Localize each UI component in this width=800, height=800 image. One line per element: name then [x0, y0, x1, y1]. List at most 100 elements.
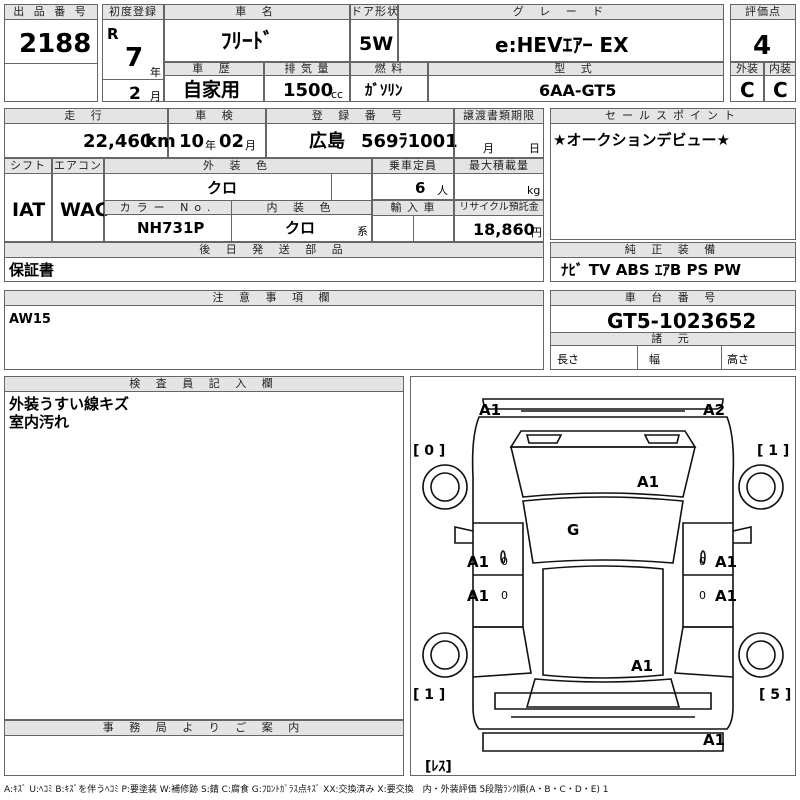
history-header: 車 歴: [165, 63, 263, 76]
shaken-header: 車 検: [169, 109, 265, 124]
later-parts: 保証書: [9, 261, 55, 279]
code-right-front-door: A1: [715, 553, 737, 571]
max-load-box: 最大積載量 kg: [454, 158, 544, 200]
capacity: 6: [415, 179, 426, 197]
tire-rr: [ 5 ]: [759, 687, 791, 703]
shift-box: シフト IAT: [4, 158, 52, 242]
body-color: クロ: [207, 179, 238, 197]
exterior-grade: C: [740, 78, 755, 102]
lot-number: 2188: [19, 29, 92, 59]
model-box: 型 式 6AA-GT5: [428, 62, 724, 102]
code-left-front-door: A1: [467, 553, 489, 571]
later-parts-header: 後 日 発 送 部 品: [5, 243, 543, 258]
car-diagram: A1 A2 A1 G A1 A1 A1 A1 A1 A1 0 0 0 0 [ 0…: [413, 398, 791, 775]
damage-diagram: A1 A2 A1 G A1 A1 A1 A1 A1 A1 0 0 0 0 [ 0…: [410, 376, 796, 776]
shaken-month-unit: 月: [245, 139, 256, 152]
inspector-note-1: 外装うすい線キズ: [9, 395, 130, 413]
displacement: 1500: [283, 80, 334, 101]
transfer-day: 日: [529, 142, 540, 155]
score-box: 評価点 4: [730, 4, 796, 62]
inspector-header: 検 査 員 記 入 欄: [5, 377, 403, 392]
door-header: ドア形状: [351, 5, 397, 20]
grade-box: グ レ ー ド e:HEVｴｱｰ EX: [398, 4, 724, 62]
chassis-header: 車 台 番 号: [551, 291, 795, 306]
zero-mark-3: 0: [501, 589, 508, 602]
exterior-grade-box: 外装 C: [730, 62, 764, 102]
body-color-header: 外 装 色: [105, 159, 371, 174]
model-header: 型 式: [429, 63, 723, 76]
dims-header: 諸 元: [551, 332, 795, 346]
later-parts-box: 後 日 発 送 部 品 保証書: [4, 242, 544, 282]
color-no: NH731P: [137, 219, 205, 237]
sales-point-header: セールスポイント: [551, 109, 795, 124]
dim-length: 長さ: [557, 353, 579, 366]
car-name: ﾌﾘｰﾄﾞ: [221, 29, 274, 53]
fuel-box: 燃 料 ｶﾞｿﾘﾝ: [350, 62, 428, 102]
chassis-box: 車 台 番 号 GT5-1023652 諸 元 長さ 幅 高さ: [550, 290, 796, 370]
shift: IAT: [12, 199, 46, 221]
color-no-header: カラー No.: [105, 200, 231, 215]
code-hood: A1: [637, 473, 659, 491]
shift-header: シフト: [5, 159, 51, 174]
ac: WAC: [60, 199, 109, 221]
ac-header: エアコン: [53, 159, 103, 174]
zero-mark-4: 0: [699, 589, 706, 602]
import-header: 輸 入 車: [373, 201, 453, 216]
score-header: 評価点: [731, 5, 795, 20]
interior-grade-box: 内装 C: [764, 62, 796, 102]
color-box: 外 装 色 クロ カラー No. 内 装 色 NH731P クロ 系: [104, 158, 372, 242]
sales-point: ★オークションデビュー★: [553, 131, 730, 149]
transfer-header: 譲渡書類期限: [455, 109, 543, 124]
reg-year: 7: [125, 43, 144, 73]
lot-header: 出 品 番 号: [5, 5, 97, 20]
int-color-header: 内 装 色: [231, 200, 371, 215]
notes: AW15: [9, 312, 51, 327]
first-registration-box: 初度登録 R 7 年 2 月: [102, 4, 164, 103]
door-type: 5W: [359, 33, 394, 55]
grade: e:HEVｴｱｰ EX: [495, 33, 629, 57]
capacity-header: 乗車定員: [373, 159, 453, 174]
equipment-box: 純 正 装 備 ﾅﾋﾞ TV ABS ｴｱB PS PW: [550, 242, 796, 282]
plate-number: 569ﾗ1001: [361, 131, 458, 152]
interior-grade: C: [773, 78, 788, 102]
plate-header: 登 録 番 号: [267, 109, 453, 124]
history: 自家用: [183, 79, 241, 101]
inspector-note-2: 室内汚れ: [9, 413, 70, 431]
code-windshield: G: [567, 521, 579, 539]
model: 6AA-GT5: [539, 81, 617, 100]
code-rear-bumper: A1: [703, 731, 725, 749]
max-load-unit: kg: [527, 184, 541, 197]
legend: A:ｷｽﾞ U:ﾍｺﾐ B:ｷｽﾞを伴うﾍｺﾐ P:要塗装 W:補修跡 S:錆 …: [4, 785, 609, 795]
zero-mark-1: 0: [501, 555, 508, 568]
mileage-header: 走 行: [5, 109, 167, 124]
transfer-month: 月: [483, 142, 494, 155]
equipment: ﾅﾋﾞ TV ABS ｴｱB PS PW: [561, 261, 742, 279]
plate-region: 広島: [309, 131, 345, 152]
office-header: 事 務 局 よ り ご 案 内: [5, 721, 403, 736]
tire-rl: [ 1 ]: [413, 687, 445, 703]
recycle: 18,860: [473, 220, 535, 239]
recycle-unit: 円: [531, 226, 542, 239]
sales-point-box: セールスポイント ★オークションデビュー★: [550, 108, 796, 240]
inspector-box: 検 査 員 記 入 欄 外装うすい線キズ 室内汚れ: [4, 376, 404, 720]
chassis-number: GT5-1023652: [607, 309, 757, 333]
code-left-rear-door: A1: [467, 587, 489, 605]
zero-mark-2: 0: [699, 555, 706, 568]
shaken-box: 車 検 10 年 02 月: [168, 108, 266, 158]
recycle-header: リサイクル預託金: [455, 201, 543, 216]
tire-fr: [ 1 ]: [757, 443, 789, 459]
plate-box: 登 録 番 号 広島 569ﾗ1001: [266, 108, 458, 158]
interior-color: クロ: [285, 219, 316, 237]
grade-header: グ レ ー ド: [399, 5, 723, 20]
office-box: 事 務 局 よ り ご 案 内: [4, 720, 404, 776]
tire-fl: [ 0 ]: [413, 443, 445, 459]
reg-year-unit: 年: [150, 66, 161, 79]
interior-header: 内装: [765, 63, 795, 76]
dim-height: 高さ: [727, 353, 749, 366]
shaken-month: 02: [219, 131, 245, 152]
lot-box: 出 品 番 号 2188: [4, 4, 98, 102]
interior-color-suffix: 系: [357, 225, 368, 238]
era-label: R: [107, 25, 119, 43]
fuel-header: 燃 料: [351, 63, 427, 76]
import-box: 輸 入 車: [372, 200, 454, 242]
